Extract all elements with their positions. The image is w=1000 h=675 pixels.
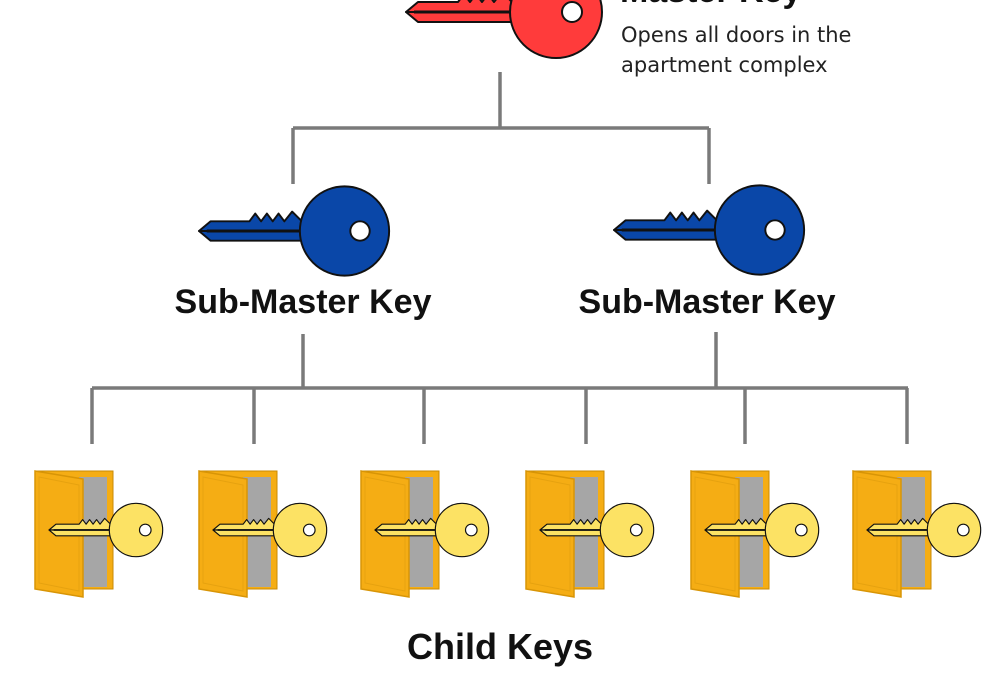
door-with-key-icon (852, 470, 982, 598)
sub-master-key-node-right: Sub-Master Key (579, 183, 836, 321)
child-keys-label: Child Keys (407, 626, 593, 667)
sub-master-key-node-left: Sub-Master Key (175, 184, 432, 321)
master-key-node: Master Key Opens all doors in the apartm… (404, 0, 851, 77)
door-with-key-icon (690, 470, 820, 598)
master-key-description-line2: apartment complex (621, 53, 828, 77)
master-key-title: Master Key (620, 0, 802, 10)
sub-master-key-label: Sub-Master Key (579, 283, 836, 321)
door-with-key-icon (525, 470, 655, 598)
master-key-icon (404, 0, 604, 60)
master-key-description-line1: Opens all doors in the (621, 23, 851, 47)
door-with-key-icon (34, 470, 164, 598)
sub-master-key-icon (197, 184, 391, 278)
sub-master-key-label: Sub-Master Key (175, 283, 432, 321)
child-keys-row (34, 470, 982, 598)
sub-master-key-icon (612, 183, 806, 277)
door-with-key-icon (360, 470, 490, 598)
door-with-key-icon (198, 470, 328, 598)
connector-lines (90, 72, 909, 444)
